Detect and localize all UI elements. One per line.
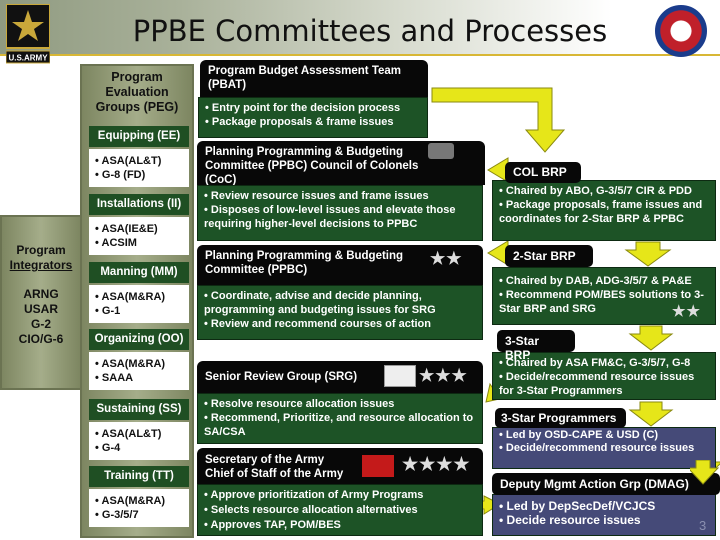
peg-body-manning: • ASA(M&RA) • G-1 bbox=[89, 285, 189, 323]
arrow-2star-to-3star bbox=[628, 325, 674, 351]
arrow-colbrp-to-2star bbox=[624, 241, 672, 267]
bullet: • Approve prioritization of Army Program… bbox=[204, 489, 424, 501]
integrator: ARNG bbox=[23, 287, 59, 301]
integrator: CIO/G-6 bbox=[18, 332, 64, 346]
peg-body-training: • ASA(M&RA) • G-3/5/7 bbox=[89, 489, 189, 527]
bullet: • Recommend POM/BES solutions to 3-Star … bbox=[499, 289, 704, 315]
peg-body-sustaining: • ASA(AL&T) • G-4 bbox=[89, 422, 189, 460]
peg-member: • ASA(M&RA) bbox=[95, 358, 166, 370]
pbat-header: Program Budget Assessment Team (PBAT) bbox=[200, 60, 428, 98]
ppbc-header: Planning Programming & Budgeting Committ… bbox=[197, 245, 483, 285]
pbat-body: • Entry point for the decision process • … bbox=[198, 97, 428, 138]
arrow-down-to-dmag bbox=[690, 460, 720, 485]
sa-csa-body: • Approve prioritization of Army Program… bbox=[197, 484, 483, 536]
sa-title: Secretary of the Army bbox=[205, 454, 325, 466]
bullet: • Chaired by DAB, ADG-3/5/7 & PA&E bbox=[499, 275, 692, 287]
three-star-brp-header: 3-Star BRP bbox=[497, 330, 575, 362]
two-star-brp-body: • Chaired by DAB, ADG-3/5/7 & PA&E • Reco… bbox=[492, 267, 716, 325]
peg-column: Program Evaluation Groups (PEG) Equippin… bbox=[80, 64, 194, 538]
program-integrators-title: Program bbox=[16, 243, 66, 257]
bullet: • Approves TAP, POM/BES bbox=[204, 519, 341, 531]
peg-member: • ASA(AL&T) bbox=[95, 428, 162, 440]
peg-member: • G-4 bbox=[95, 442, 121, 454]
csa-title: Chief of Staff of the Army bbox=[205, 468, 344, 480]
peg-header-manning: Manning (MM) bbox=[89, 262, 189, 283]
army-flag-icon bbox=[362, 455, 394, 477]
integrator: USAR bbox=[23, 302, 58, 316]
peg-title: Program Evaluation Groups (PEG) bbox=[95, 70, 179, 114]
peg-member: • ASA(AL&T) bbox=[95, 155, 162, 167]
colonel-eagle-icon bbox=[428, 143, 454, 159]
bullet: • Led by OSD-CAPE & USD (C) bbox=[499, 429, 659, 441]
three-star-programmers-body: • Led by OSD-CAPE & USD (C)• Decide/reco… bbox=[492, 427, 716, 469]
header-banner bbox=[0, 0, 720, 56]
coc-header: Planning Programming & Budgeting Committ… bbox=[197, 141, 485, 186]
bullet: • Review resource issues and frame issue… bbox=[204, 190, 429, 202]
bullet: • Entry point for the decision process bbox=[205, 102, 401, 114]
arrow-pbat-to-colbrp bbox=[431, 87, 566, 153]
army-seal-icon bbox=[655, 5, 707, 57]
peg-member: • G-3/5/7 bbox=[95, 509, 139, 521]
peg-body-installations: • ASA(IE&E) • ACSIM bbox=[89, 217, 189, 255]
ppbc-body: • Coordinate, advise and decide planning… bbox=[197, 285, 483, 340]
srg-flag-icon bbox=[384, 365, 416, 387]
peg-member: • G-8 (FD) bbox=[95, 169, 146, 181]
peg-member: • G-1 bbox=[95, 305, 121, 317]
dmag-body: • Led by DepSecDef/VCJCS• Decide resourc… bbox=[492, 494, 716, 536]
bullet: • Led by DepSecDef/VCJCS bbox=[499, 499, 656, 513]
srg-header: Senior Review Group (SRG) bbox=[197, 361, 483, 393]
bullet: • Chaired by ABO, G-3/5/7 CIR & PDD bbox=[499, 185, 692, 197]
bullet: • Chaired by ASA FM&C, G-3/5/7, G-8 bbox=[499, 357, 691, 369]
dmag-header: Deputy Mgmt Action Grp (DMAG) bbox=[492, 473, 720, 495]
page-title: PPBE Committees and Processes bbox=[132, 14, 608, 48]
bullet: • Recommend, Prioritize, and resource al… bbox=[204, 412, 474, 438]
peg-header-organizing: Organizing (OO) bbox=[89, 329, 189, 350]
peg-header-sustaining: Sustaining (SS) bbox=[89, 399, 189, 420]
peg-body-equipping: • ASA(AL&T) • G-8 (FD) bbox=[89, 149, 189, 187]
col-brp-header: COL BRP bbox=[505, 162, 581, 183]
two-star-brp-header: 2-Star BRP bbox=[505, 245, 593, 267]
three-star-icon: ★★★ bbox=[419, 366, 468, 385]
peg-member: • ASA(IE&E) bbox=[95, 223, 158, 235]
bullet: • Review and recommend courses of action bbox=[204, 318, 431, 330]
bullet: • Selects resource allocation alternativ… bbox=[204, 504, 418, 516]
peg-header-installations: Installations (II) bbox=[89, 194, 189, 215]
integrator: G-2 bbox=[30, 317, 51, 331]
bullet: • Package proposals & frame issues bbox=[205, 116, 394, 128]
bullet: • Disposes of low-level issues and eleva… bbox=[204, 204, 456, 230]
peg-member: • SAAA bbox=[95, 372, 134, 384]
srg-body: • Resolve resource allocation issues • Re… bbox=[197, 393, 483, 444]
bullet: • Decide resource issues bbox=[499, 513, 641, 527]
bullet: • Decide/recommend resource issues for 3… bbox=[499, 371, 695, 397]
col-brp-body: • Chaired by ABO, G-3/5/7 CIR & PDD • Pac… bbox=[492, 180, 716, 241]
arrow-3star-to-programmers bbox=[628, 401, 674, 427]
four-star-icon: ★★★★ bbox=[402, 454, 471, 474]
bullet: • Package proposals, frame issues and co… bbox=[499, 199, 703, 225]
two-star-icon: ★★ bbox=[430, 249, 463, 268]
peg-member: • ASA(M&RA) bbox=[95, 495, 166, 507]
three-star-programmers-header: 3-Star Programmers bbox=[495, 408, 626, 428]
bullet: • Coordinate, advise and decide planning… bbox=[204, 290, 436, 316]
program-integrators-box: Program Integrators ARNG USAR G-2 CIO/G-… bbox=[0, 215, 82, 390]
peg-member: • ACSIM bbox=[95, 237, 137, 249]
peg-header-training: Training (TT) bbox=[89, 466, 189, 487]
peg-body-organizing: • ASA(M&RA) • SAAA bbox=[89, 352, 189, 390]
three-star-brp-body: • Chaired by ASA FM&C, G-3/5/7, G-8 • Dec… bbox=[492, 352, 716, 400]
program-integrators-title2: Integrators bbox=[9, 258, 73, 272]
peg-header-equipping: Equipping (EE) bbox=[89, 126, 189, 147]
bullet: • Decide/recommend resource issues bbox=[499, 442, 695, 454]
svg-text:U.S.ARMY: U.S.ARMY bbox=[8, 54, 48, 63]
bullet: • Resolve resource allocation issues bbox=[204, 398, 395, 410]
peg-member: • ASA(M&RA) bbox=[95, 291, 166, 303]
two-star-icon: ★★ bbox=[672, 303, 701, 320]
army-logo: U.S.ARMY bbox=[6, 4, 50, 64]
coc-body: • Review resource issues and frame issue… bbox=[197, 185, 483, 241]
page-number: 3 bbox=[699, 518, 707, 533]
